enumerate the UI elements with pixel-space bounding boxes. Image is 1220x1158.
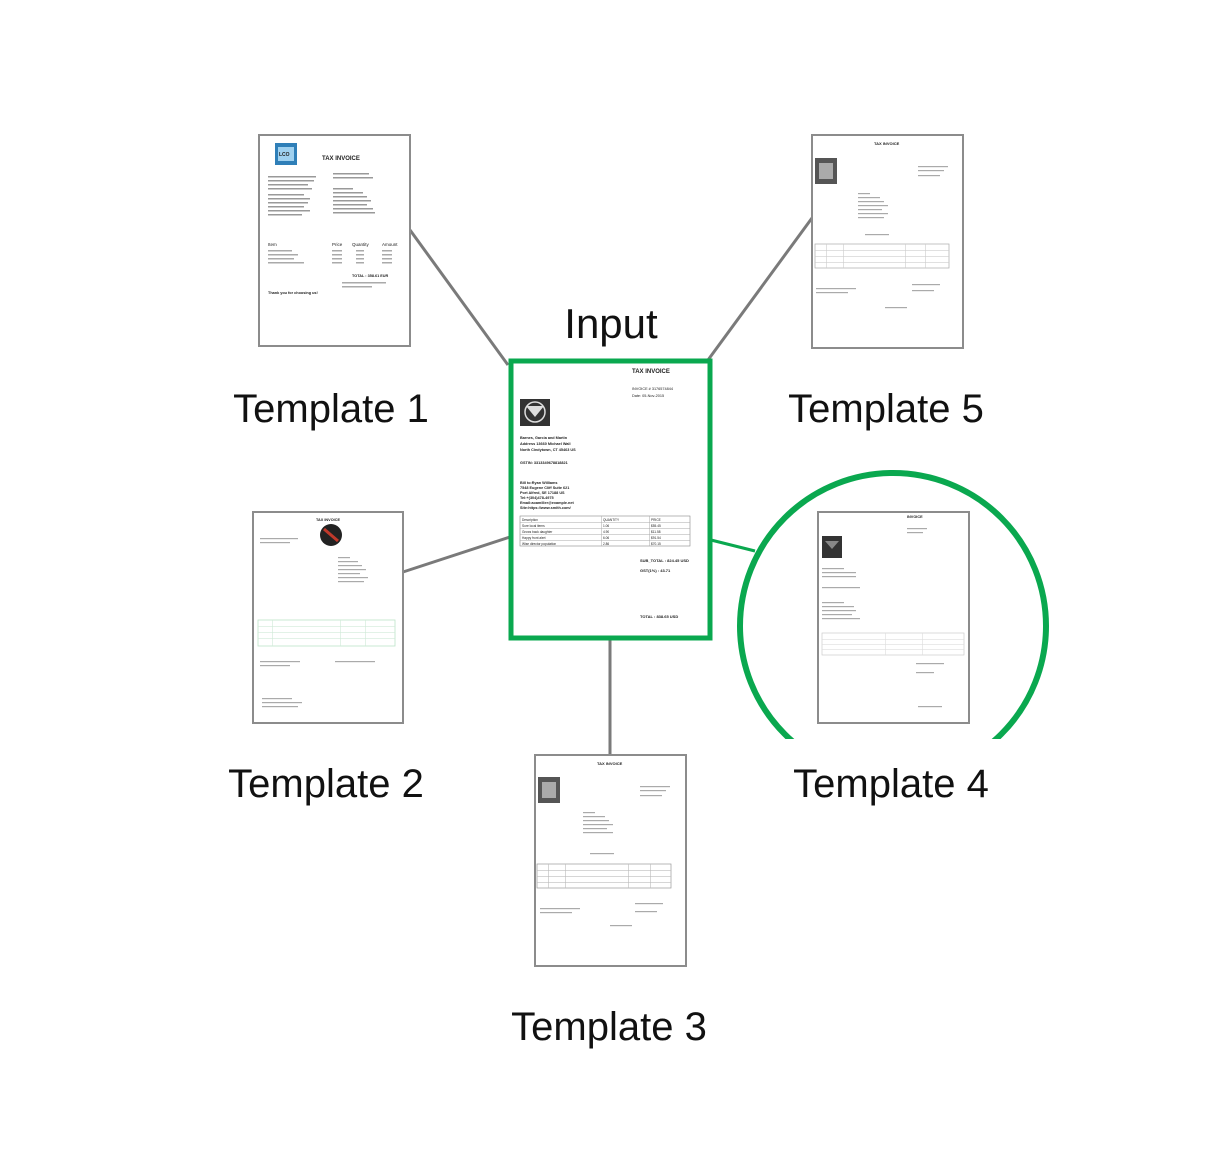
input-caption: Input	[564, 300, 658, 347]
template-4-title: INVOICE	[907, 515, 923, 519]
svg-text:Site:https://www.smith.com/: Site:https://www.smith.com/	[520, 506, 572, 510]
template-2-title: TAX INVOICE	[316, 518, 340, 522]
template-5-title: TAX INVOICE	[874, 141, 900, 146]
input-doc-gst: GST(1%) : 43.71	[640, 568, 671, 573]
svg-text:Amount: Amount	[382, 242, 398, 247]
svg-text:$91.54: $91.54	[651, 536, 661, 540]
company-logo-icon	[815, 158, 837, 184]
svg-text:$70.15: $70.15	[651, 542, 661, 546]
template-5-caption: Template 5	[788, 387, 984, 431]
template-3-title: TAX INVOICE	[597, 761, 623, 766]
svg-text:Description: Description	[522, 518, 538, 522]
svg-text:Address 13660 Michael Wall: Address 13660 Michael Wall	[520, 442, 571, 446]
svg-text:Email:aoamiller@example.net: Email:aoamiller@example.net	[520, 501, 574, 505]
template-1-title: TAX INVOICE	[322, 156, 360, 162]
svg-text:Quantity: Quantity	[352, 242, 370, 247]
connectors	[402, 217, 814, 756]
template-4-thumbnail[interactable]: INVOICE	[817, 511, 970, 724]
input-doc-title: TAX INVOICE	[632, 369, 670, 375]
company-logo-icon	[520, 399, 550, 426]
template-4-caption: Template 4	[793, 762, 989, 806]
svg-text:7548 Eugene Cliff Suite 621: 7548 Eugene Cliff Suite 621	[520, 486, 569, 490]
svg-text:2.86: 2.86	[603, 542, 609, 546]
template-2-thumbnail[interactable]: TAX INVOICE	[252, 511, 404, 724]
svg-text:Grows back daughter: Grows back daughter	[522, 530, 553, 534]
svg-text:Barnes, Garcia and Martin: Barnes, Garcia and Martin	[520, 436, 568, 440]
template-4-highlight-circle	[737, 470, 1049, 739]
svg-text:4.90: 4.90	[603, 530, 609, 534]
svg-text:Happy front alert: Happy front alert	[522, 536, 546, 540]
svg-text:Bill to:Ryan Williams: Bill to:Ryan Williams	[520, 481, 558, 485]
input-doc-total: TOTAL : 838.65 USD	[640, 614, 678, 619]
template-3-caption: Template 3	[511, 1005, 707, 1049]
company-logo-icon	[822, 536, 842, 558]
svg-text:$11.58: $11.58	[651, 530, 661, 534]
svg-text:North Cindytown, CT 45463 US: North Cindytown, CT 45463 US	[520, 448, 576, 452]
template-1-caption: Template 1	[233, 387, 429, 431]
svg-text:1.06: 1.06	[603, 524, 609, 528]
template-3-thumbnail[interactable]: TAX INVOICE	[534, 754, 687, 967]
template-1-thumbnail[interactable]: LCO TAX INVOICE Item Price Quantity Amou…	[258, 134, 411, 347]
connector-template-4	[710, 538, 756, 553]
svg-text:Wise director population: Wise director population	[522, 542, 556, 546]
connector-template-2	[402, 535, 511, 574]
svg-text:Price: Price	[332, 242, 343, 247]
svg-text:Item: Item	[268, 242, 277, 247]
svg-text:GSTIN: 3313349678818821: GSTIN: 3313349678818821	[520, 461, 568, 465]
input-doc-date: Date: 05-Nov-2015	[632, 394, 664, 398]
connector-template-1	[408, 229, 510, 366]
template-5-thumbnail[interactable]: TAX INVOICE	[811, 134, 964, 349]
input-doc-table: Description QUANTITY PRICE Sure local it…	[519, 515, 691, 547]
svg-text:6.06: 6.06	[603, 536, 609, 540]
svg-text:Tel:+(304)478-4975: Tel:+(304)478-4975	[520, 496, 554, 500]
template-2-caption: Template 2	[228, 762, 424, 806]
svg-text:QUANTITY: QUANTITY	[603, 518, 620, 522]
svg-text:Sure local items: Sure local items	[522, 524, 545, 528]
svg-text:$55.45: $55.45	[651, 524, 661, 528]
input-doc-subtotal: SUB_TOTAL : 824.45 USD	[640, 558, 689, 563]
company-logo-icon	[538, 777, 560, 803]
connector-template-5	[706, 217, 814, 361]
input-document[interactable]: TAX INVOICE INVOICE # 3176574844 Date: 0…	[508, 358, 713, 641]
template-1-total: TOTAL : 358.61 EUR	[352, 274, 389, 278]
input-doc-invoice-no: INVOICE # 3176574844	[632, 387, 673, 391]
template-1-logo-text: LCO	[279, 152, 290, 158]
svg-text:PRICE: PRICE	[651, 518, 661, 522]
template-1-thanks: Thank you for choosing us!	[268, 291, 318, 295]
svg-text:Port Alfred, SE 17188 US: Port Alfred, SE 17188 US	[520, 491, 565, 495]
